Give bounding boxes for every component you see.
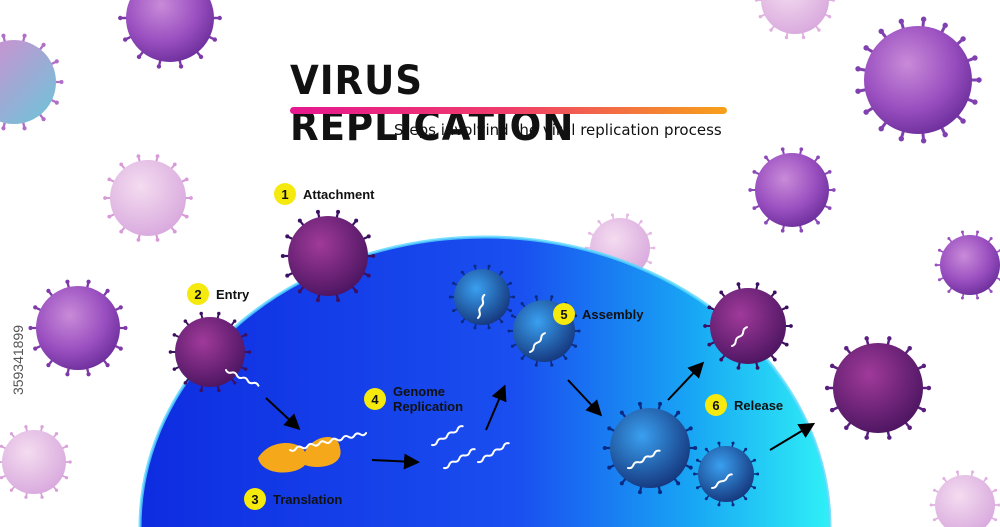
arrow-release-out xyxy=(769,422,816,451)
background-virus-icon xyxy=(28,279,128,377)
arrow-replication-to-assembly xyxy=(485,384,507,431)
viral-rna-strand xyxy=(477,442,510,464)
page-subtitle: Steps involvind the viral replication pr… xyxy=(394,121,722,139)
background-virus-icon xyxy=(929,470,1000,527)
step-number-badge: 3 xyxy=(244,488,266,510)
arrow-release-up xyxy=(667,361,705,401)
attaching-virus-icon xyxy=(280,209,376,303)
step-assembly: 5 Assembly xyxy=(553,303,643,325)
step-genome-replication: 4 Genome Replication xyxy=(364,384,473,414)
viral-rna-strand xyxy=(731,326,748,347)
viral-rna-strand xyxy=(443,448,476,470)
background-virus-icon xyxy=(855,16,982,144)
step-number-badge: 5 xyxy=(553,303,575,325)
arrow-entry-to-translation xyxy=(265,397,301,431)
entering-virus-icon xyxy=(168,311,252,393)
background-virus-icon xyxy=(934,230,1000,300)
arrow-assembly-to-release xyxy=(567,379,603,417)
title-underline xyxy=(290,107,727,114)
step-number-badge: 4 xyxy=(364,388,386,410)
viral-rna-strand xyxy=(627,449,661,470)
viral-rna-strand xyxy=(289,432,368,452)
viral-rna-strand xyxy=(711,473,733,489)
step-release: 6 Release xyxy=(705,394,783,416)
released-virus-icon xyxy=(703,282,793,370)
background-virus-icon xyxy=(754,0,836,40)
step-number-badge: 1 xyxy=(274,183,296,205)
background-virus-icon xyxy=(748,147,836,233)
step-label: Genome Replication xyxy=(393,384,464,414)
arrow-translation-to-replication xyxy=(371,453,420,470)
step-number-badge: 2 xyxy=(187,283,209,305)
viral-rna-strand xyxy=(225,369,260,387)
stock-watermark: 359341899 xyxy=(8,292,28,432)
background-virus-icon xyxy=(824,336,932,440)
viral-rna-strand xyxy=(431,425,464,447)
background-virus-icon xyxy=(103,154,193,242)
step-attachment: 1 Attachment xyxy=(274,183,375,205)
translation-protein xyxy=(258,436,341,473)
step-label: Assembly xyxy=(582,306,644,322)
step-label: Translation xyxy=(273,491,343,507)
host-cell-membrane xyxy=(138,235,832,527)
step-translation: 3 Translation xyxy=(244,488,342,510)
viral-rna-strand xyxy=(529,332,546,353)
step-label: Entry xyxy=(216,286,250,302)
process-arrows xyxy=(265,361,816,470)
background-virus-icon xyxy=(0,33,64,131)
step-label: Attachment xyxy=(303,186,375,202)
step-number-badge: 6 xyxy=(705,394,727,416)
step-label: Release xyxy=(734,397,784,413)
background-virus-icon xyxy=(118,0,222,69)
watermark-id: 359341899 xyxy=(10,324,26,396)
viral-rna-strand xyxy=(477,293,486,319)
background-virus-icon xyxy=(0,425,72,499)
step-entry: 2 Entry xyxy=(187,283,249,305)
